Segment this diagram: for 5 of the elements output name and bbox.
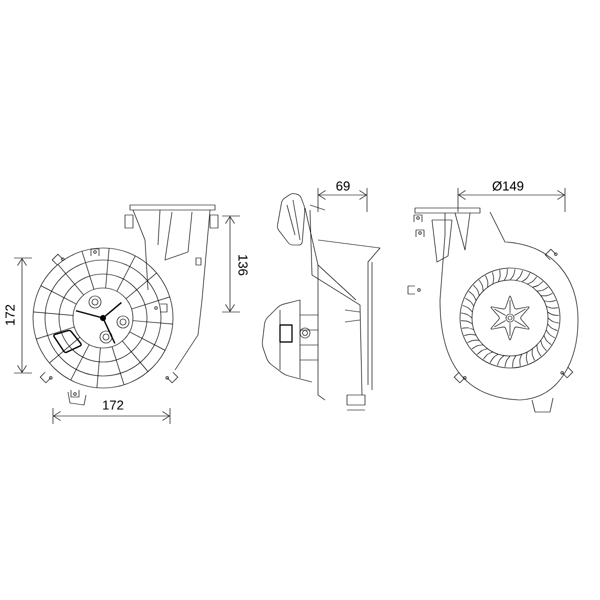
dimension-label: 172 [4,303,16,327]
dimension-label: Ø149 [491,180,525,192]
dimension-label: 136 [237,253,249,277]
dimension-label: 69 [334,180,352,192]
dimension-label: 172 [101,399,125,411]
